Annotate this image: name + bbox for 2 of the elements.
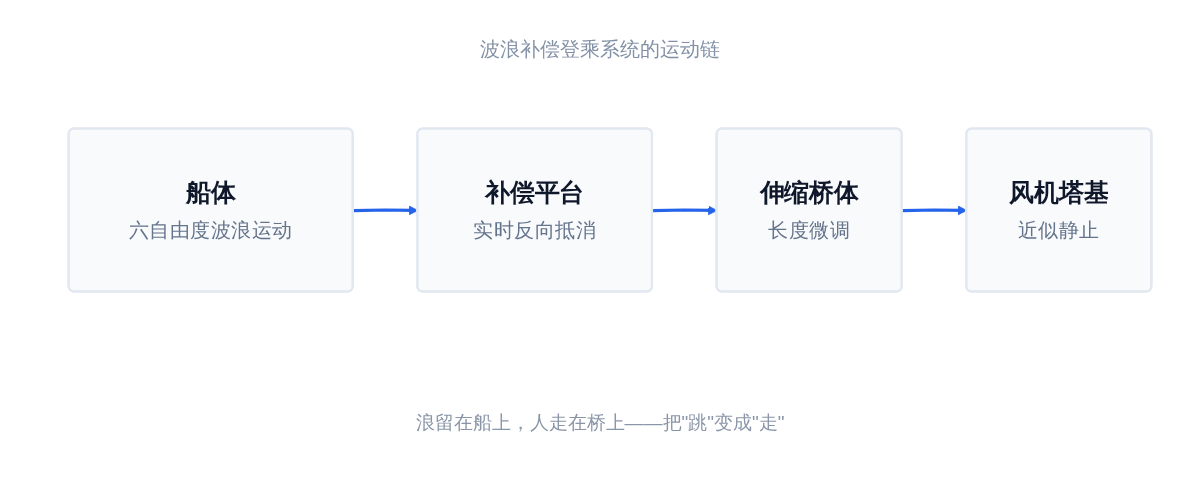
- diagram-caption: 浪留在船上，人走在桥上——把"跳"变成"走": [415, 411, 785, 435]
- diagram-title: 波浪补偿登乘系统的运动链: [480, 37, 720, 62]
